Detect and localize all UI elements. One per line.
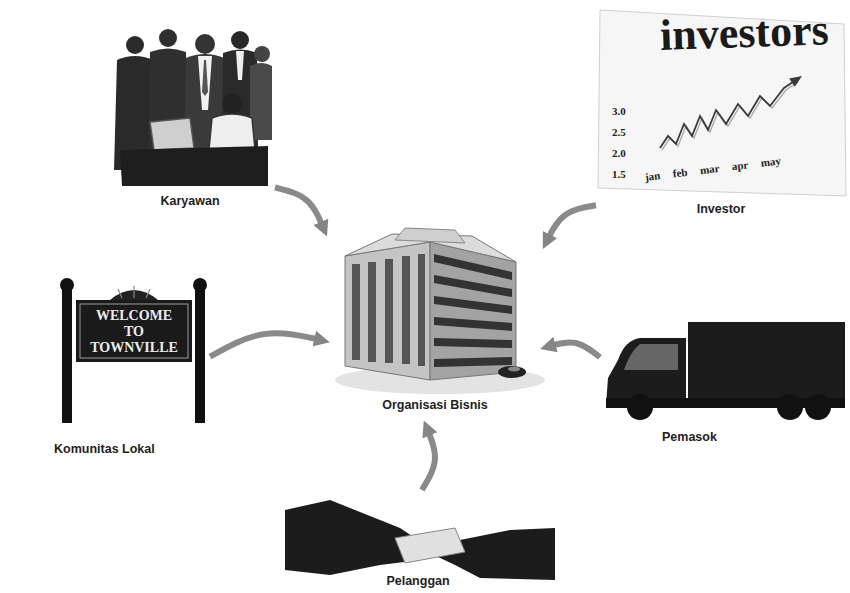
town-sign-part	[62, 288, 72, 423]
employees-illustration-part	[198, 56, 212, 110]
office-building-part	[498, 366, 526, 378]
axis-tick: 2.0	[612, 148, 626, 159]
supplier-truck-part	[777, 394, 803, 420]
employees-illustration-part	[120, 146, 268, 186]
office-building-part	[418, 254, 425, 366]
stakeholder-node: Organisasi Bisnis	[330, 228, 540, 420]
office-building-part	[368, 262, 376, 362]
employees-illustration-part	[150, 118, 194, 150]
supplier-truck-part	[805, 394, 831, 420]
employees-illustration-part	[202, 60, 208, 96]
office-building	[335, 228, 545, 394]
town-sign-part	[193, 278, 207, 292]
town-sign	[60, 278, 207, 423]
employees-illustration-part	[231, 31, 249, 49]
stakeholder-arrow	[548, 342, 600, 357]
supplier-truck	[606, 322, 845, 420]
stakeholder-arrow	[275, 188, 324, 230]
employees-illustration	[114, 29, 272, 186]
node-caption: Karyawan	[160, 194, 219, 208]
axis-tick: 1.5	[612, 169, 626, 180]
office-building-part	[434, 296, 512, 314]
stakeholder-node: Komunitas Lokal	[40, 280, 210, 458]
customer-hands	[285, 500, 555, 580]
axis-months: jan feb mar apr may	[644, 155, 781, 183]
customer-hands-part	[395, 528, 465, 563]
investor-newspaper-part	[660, 80, 796, 148]
newspaper-headline: investors	[659, 8, 829, 58]
office-building-part	[402, 256, 410, 364]
supplier-truck-part	[606, 338, 686, 405]
office-building-part	[352, 264, 360, 360]
office-building-part	[385, 259, 393, 363]
office-building-part	[434, 317, 512, 331]
town-sign-part	[80, 304, 188, 358]
supplier-truck-part	[624, 344, 678, 370]
office-building-part	[434, 254, 512, 280]
office-building-part	[434, 357, 512, 367]
stakeholder-arrow	[210, 333, 322, 356]
office-building-part	[345, 242, 430, 380]
stakeholder-node: Pelanggan	[278, 490, 558, 590]
employees-illustration-part	[126, 36, 144, 54]
supplier-truck-part	[627, 394, 653, 420]
employees-illustration-part	[195, 34, 215, 54]
axis-tick: 3.0	[612, 106, 626, 117]
employees-illustration-part	[222, 94, 242, 114]
office-building-part	[434, 275, 512, 297]
stakeholder-arrow	[546, 205, 596, 242]
node-caption: Investor	[697, 202, 746, 216]
axis-tick: 2.5	[612, 127, 626, 138]
employees-illustration-part	[236, 51, 244, 80]
office-building-part	[508, 367, 520, 372]
node-caption: Organisasi Bisnis	[382, 398, 488, 412]
office-building-part	[430, 242, 516, 380]
node-caption: Pelanggan	[386, 574, 449, 588]
stakeholder-node: Karyawan	[105, 20, 275, 210]
town-sign-part	[118, 286, 150, 298]
employees-illustration-part	[159, 29, 177, 47]
office-building-part	[434, 338, 512, 348]
sign-text: WELCOME TO TOWNVILLE	[87, 308, 181, 356]
office-building-part	[395, 228, 465, 243]
node-caption: Pemasok	[662, 430, 717, 444]
town-sign-part	[60, 278, 74, 292]
town-sign-part	[195, 288, 205, 423]
stakeholder-node: Pemasok	[600, 318, 846, 446]
supplier-truck-part	[688, 322, 845, 404]
node-caption: Komunitas Lokal	[54, 442, 155, 456]
town-sign-part	[76, 300, 192, 362]
investor-newspaper-part	[789, 76, 802, 87]
employees-illustration-part	[254, 46, 270, 62]
stakeholder-arrow	[422, 428, 435, 490]
